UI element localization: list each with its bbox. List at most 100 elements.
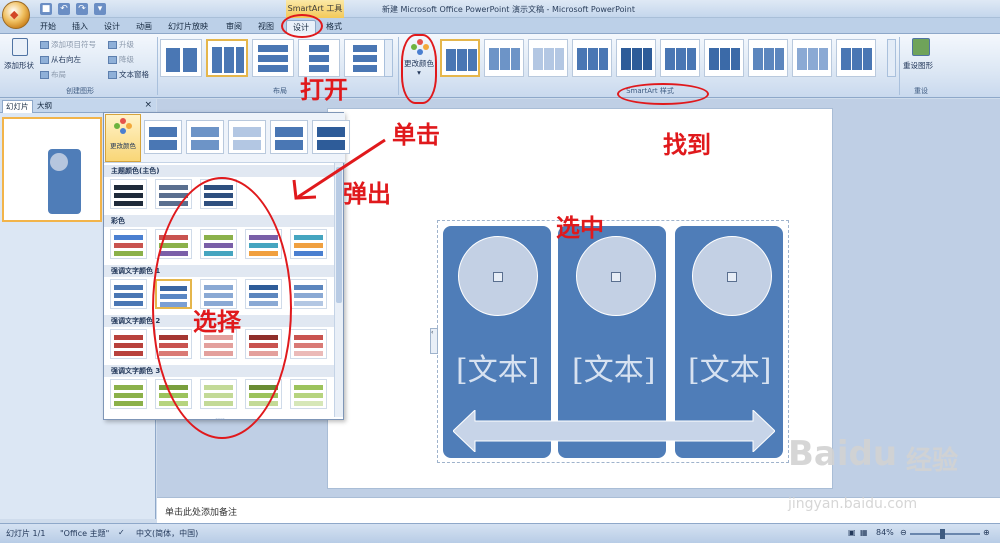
style-thumb[interactable]: [792, 39, 832, 77]
annotation-ring-change-colors: [401, 34, 437, 104]
style-thumb[interactable]: [748, 39, 788, 77]
category-primary-theme: 主题颜色(主色): [104, 165, 336, 177]
dropdown-scrollbar[interactable]: [334, 163, 343, 417]
add-bullet-button[interactable]: 添加项目符号: [40, 39, 96, 50]
style-thumb[interactable]: [572, 39, 612, 77]
color-option[interactable]: [290, 229, 327, 259]
color-option[interactable]: [110, 329, 147, 359]
language-indicator: 中文(简体，中国): [136, 529, 199, 538]
undo-icon[interactable]: ↶: [58, 3, 70, 15]
add-shape-button[interactable]: 添加形状: [4, 61, 34, 70]
strip-thumb[interactable]: [228, 120, 266, 154]
tab-outline[interactable]: 大纲: [37, 101, 52, 110]
layout-thumb[interactable]: [160, 39, 202, 77]
layout-thumb-selected[interactable]: [206, 39, 248, 77]
strip-thumb[interactable]: [186, 120, 224, 154]
redo-icon[interactable]: ↷: [76, 3, 88, 15]
tab-design[interactable]: 设计: [104, 22, 120, 31]
save-icon[interactable]: ■: [40, 3, 52, 15]
baidu-watermark: Baidu 经验 jingyan.baidu.com: [788, 434, 993, 524]
strip-thumb[interactable]: [270, 120, 308, 154]
close-icon[interactable]: ×: [144, 100, 152, 110]
dropdown-layout-strip: [144, 120, 350, 154]
annotation-open: 打开: [300, 76, 348, 104]
qat-dropdown-icon[interactable]: ▾: [94, 3, 106, 15]
dropdown-change-colors-button[interactable]: 更改颜色: [105, 114, 141, 162]
picture-icon: [493, 272, 503, 282]
group-label-reset: 重设: [914, 87, 928, 95]
panel-text-2[interactable]: [文本]: [572, 353, 656, 388]
layout-thumb[interactable]: [344, 39, 386, 77]
zoom-slider-handle[interactable]: [940, 529, 945, 539]
spellcheck-icon[interactable]: ✓: [118, 528, 125, 537]
office-button[interactable]: ◆: [2, 1, 30, 29]
office-logo-icon: ◆: [10, 8, 19, 21]
double-arrow-shape[interactable]: [453, 410, 775, 452]
style-thumb[interactable]: [704, 39, 744, 77]
group-separator: [157, 37, 158, 95]
promote-button[interactable]: 升级: [108, 39, 134, 50]
annotation-choose: 选择: [193, 308, 241, 336]
color-option[interactable]: [290, 329, 327, 359]
annotation-ring-color-options: [152, 177, 292, 439]
text-pane-toggle[interactable]: ‹: [430, 328, 438, 354]
text-pane-button[interactable]: 文本窗格: [108, 69, 149, 80]
tab-slideshow[interactable]: 幻灯片放映: [168, 22, 208, 31]
color-option[interactable]: [110, 379, 147, 409]
reset-graphic-icon: [912, 38, 930, 56]
layout-thumb[interactable]: [298, 39, 340, 77]
zoom-in-icon[interactable]: ⊕: [983, 528, 990, 537]
group-separator: [398, 37, 399, 95]
group-label-layouts: 布局: [273, 87, 287, 95]
right-to-left-icon: [40, 55, 49, 64]
style-thumb[interactable]: [616, 39, 656, 77]
layout-button[interactable]: 布局: [40, 69, 66, 80]
color-option[interactable]: [110, 229, 147, 259]
scrollbar-thumb[interactable]: [336, 167, 342, 303]
right-to-left-button[interactable]: 从右向左: [40, 54, 81, 65]
notes-pane[interactable]: 单击此处添加备注: [157, 497, 1000, 523]
layout-thumb[interactable]: [252, 39, 294, 77]
color-option[interactable]: [110, 179, 147, 209]
group-label-create-graphic: 创建图形: [66, 87, 94, 95]
strip-thumb[interactable]: [312, 120, 350, 154]
color-dots-icon: [114, 118, 132, 134]
tab-slides[interactable]: 幻灯片: [2, 100, 33, 113]
title-bar: ■ ↶ ↷ ▾ SmartArt 工具 新建 Microsoft Office …: [0, 0, 1000, 18]
thumb-circle: [50, 153, 68, 171]
slide-thumbnail[interactable]: [2, 117, 102, 222]
demote-button[interactable]: 降级: [108, 54, 134, 65]
reset-graphic-button[interactable]: 重设图形: [903, 61, 933, 70]
style-thumb[interactable]: [484, 39, 524, 77]
slides-pane-tabs: 幻灯片 大纲 ×: [0, 99, 156, 113]
smartart-tools-context: SmartArt 工具: [286, 0, 344, 18]
panel-text-3[interactable]: [文本]: [688, 353, 772, 388]
tab-insert[interactable]: 插入: [72, 22, 88, 31]
theme-name: "Office 主题": [60, 529, 110, 538]
tab-review[interactable]: 审阅: [226, 22, 242, 31]
color-option[interactable]: [290, 379, 327, 409]
annotation-select-item: 选中: [556, 214, 604, 242]
style-thumb-selected[interactable]: [440, 39, 480, 77]
strip-thumb[interactable]: [144, 120, 182, 154]
color-option[interactable]: [290, 279, 327, 309]
style-thumb[interactable]: [836, 39, 876, 77]
tab-view[interactable]: 视图: [258, 22, 274, 31]
tab-home[interactable]: 开始: [40, 22, 56, 31]
normal-view-icon[interactable]: ▣: [848, 528, 856, 537]
tab-animation[interactable]: 动画: [136, 22, 152, 31]
watermark-brand-cn: 经验: [906, 446, 959, 476]
group-separator: [899, 37, 900, 95]
zoom-slider[interactable]: [910, 533, 980, 535]
color-option[interactable]: [110, 279, 147, 309]
style-thumb[interactable]: [660, 39, 700, 77]
notes-placeholder: 单击此处添加备注: [165, 508, 238, 518]
tab-format[interactable]: 格式: [326, 22, 342, 31]
zoom-out-icon[interactable]: ⊖: [900, 528, 907, 537]
slide-sorter-icon[interactable]: ▦: [860, 528, 868, 537]
style-thumb[interactable]: [528, 39, 568, 77]
styles-gallery-scroll[interactable]: [887, 39, 896, 77]
panel-text-1[interactable]: [文本]: [456, 353, 540, 388]
zoom-level[interactable]: 84%: [876, 528, 894, 537]
layouts-gallery-scroll[interactable]: [384, 39, 393, 77]
